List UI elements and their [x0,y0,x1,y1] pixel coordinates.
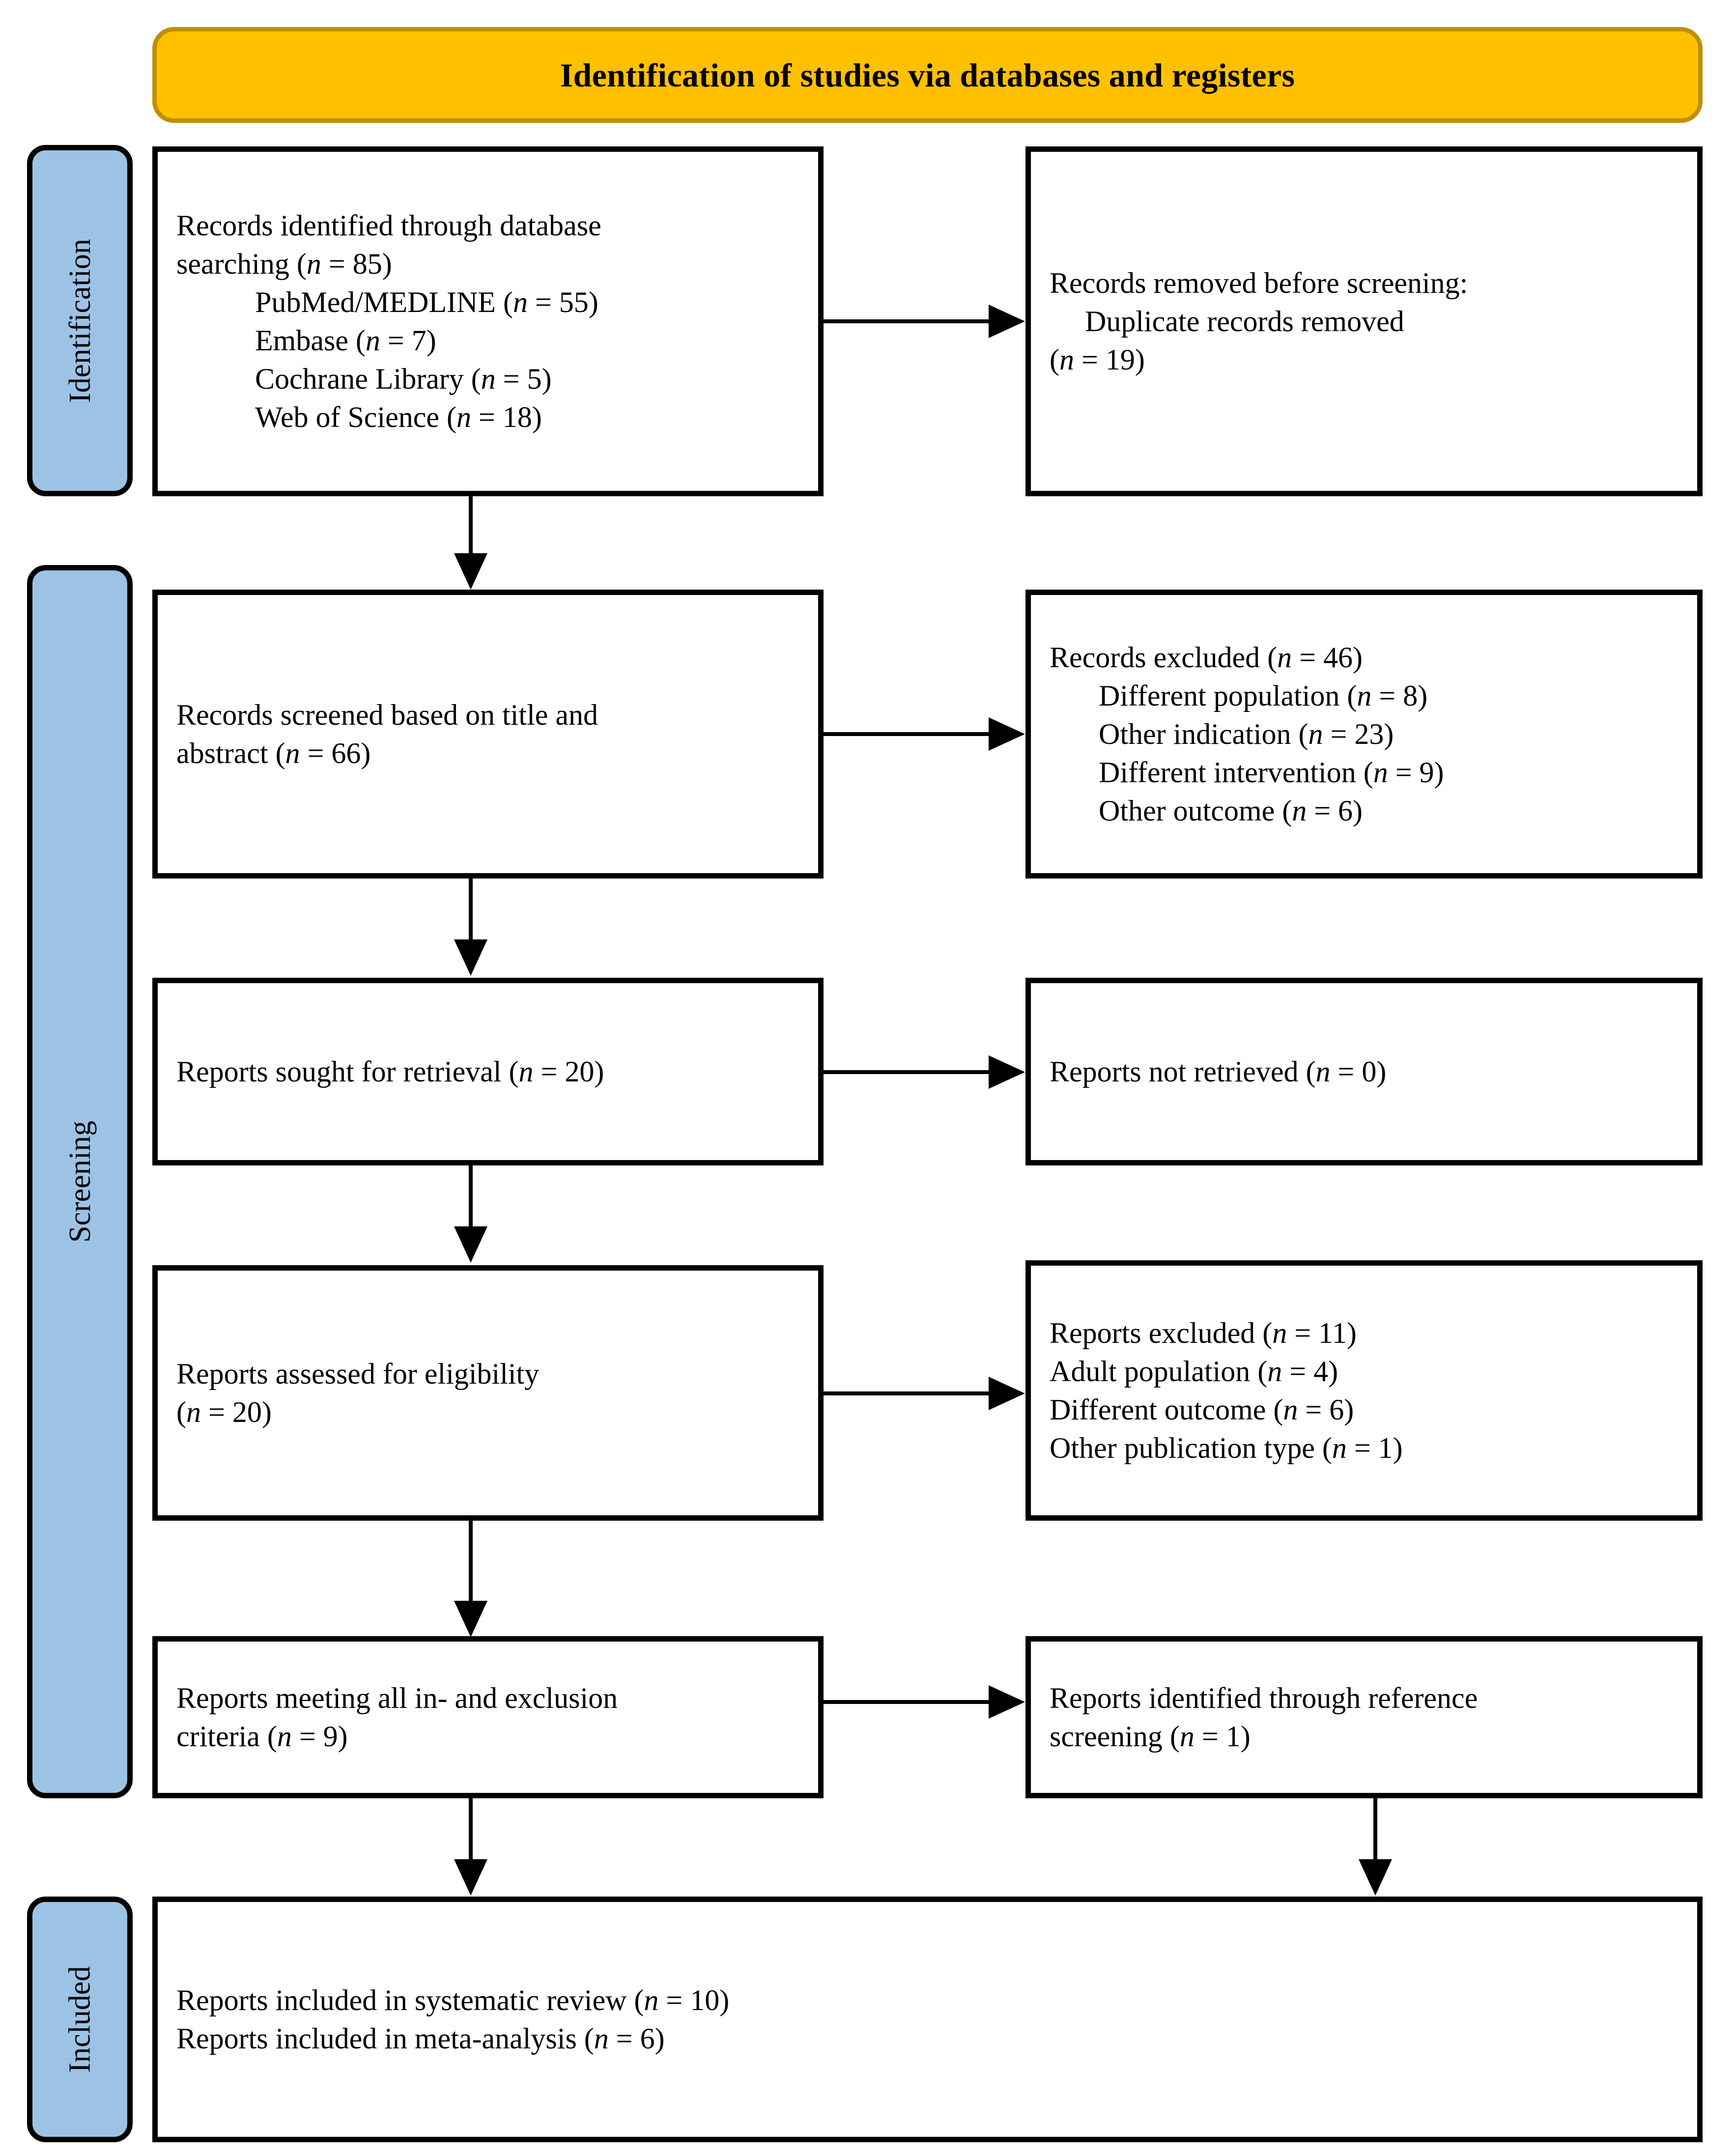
box-reports-sought: Reports sought for retrieval (n = 20) [152,978,824,1165]
arrowhead-assessed-to-reports-excluded [989,1377,1025,1410]
arrowhead-criteria-to-included [454,1859,487,1896]
included-line-1: Reports included in systematic review (n… [176,1984,730,2016]
connector-reference-screening-to-included [1373,1798,1377,1862]
connector-criteria-to-included [469,1798,473,1862]
source-pubmed: PubMed/MEDLINE (n = 55) [255,286,598,318]
records-screened-line-1: Records screened based on title and [176,699,598,731]
box-reference-screening: Reports identified through reference scr… [1025,1636,1703,1798]
connector-screened-to-excluded [824,732,989,736]
reason-adult-population: Adult population (n = 4) [1050,1355,1338,1388]
reports-sought-line-1: Reports sought for retrieval (n = 20) [176,1055,604,1088]
box-reports-assessed: Reports assessed for eligibility (n = 20… [152,1265,824,1521]
box-reports-excluded: Reports excluded (n = 11) Adult populati… [1025,1260,1703,1521]
arrowhead-criteria-to-reference-screening [989,1685,1025,1719]
reason-other-outcome: Other outcome (n = 6) [1099,794,1363,827]
arrowhead-reference-screening-to-included [1359,1859,1392,1896]
records-removed-line-1: Records removed before screening: [1050,267,1468,299]
reference-screening-line-2: screening (n = 1) [1050,1720,1251,1753]
reports-assessed-line-1: Reports assessed for eligibility [176,1358,540,1390]
source-web-of-science: Web of Science (n = 18) [255,401,542,433]
box-records-excluded: Records excluded (n = 46) Different popu… [1025,590,1703,879]
box-records-identified-text: Records identified through database sear… [158,206,818,436]
arrowhead-screened-to-excluded [989,717,1025,751]
box-reports-sought-text: Reports sought for retrieval (n = 20) [158,1052,818,1091]
reason-different-population: Different population (n = 8) [1099,680,1428,712]
meeting-criteria-line-1: Reports meeting all in- and exclusion [176,1682,618,1714]
reports-assessed-line-2: (n = 20) [176,1396,272,1428]
arrowhead-identified-to-removed [989,305,1025,338]
source-cochrane: Cochrane Library (n = 5) [255,363,552,395]
connector-criteria-to-reference-screening [824,1700,989,1704]
box-records-screened-text: Records screened based on title and abst… [158,696,818,772]
box-reports-excluded-text: Reports excluded (n = 11) Adult populati… [1031,1314,1697,1467]
box-records-removed: Records removed before screening: Duplic… [1025,146,1703,496]
stage-label-included: Included [27,1897,133,2142]
meeting-criteria-line-2: criteria (n = 9) [176,1720,348,1753]
connector-identified-to-removed [824,319,989,323]
records-excluded-line-1: Records excluded (n = 46) [1050,641,1363,674]
box-reports-not-retrieved: Reports not retrieved (n = 0) [1025,978,1703,1165]
box-reports-assessed-text: Reports assessed for eligibility (n = 20… [158,1355,818,1431]
records-removed-line-2: Duplicate records removed [1085,305,1404,338]
source-embase: Embase (n = 7) [255,324,436,357]
box-records-removed-text: Records removed before screening: Duplic… [1031,264,1697,379]
box-reference-screening-text: Reports identified through reference scr… [1031,1679,1697,1756]
box-records-excluded-text: Records excluded (n = 46) Different popu… [1031,638,1697,830]
reason-different-outcome: Different outcome (n = 6) [1050,1393,1354,1426]
reports-excluded-line-1: Reports excluded (n = 11) [1050,1317,1357,1349]
connector-screened-to-sought [469,879,473,942]
stage-label-screening-text: Screening [63,1121,97,1243]
connector-assessed-to-reports-excluded [824,1391,989,1395]
records-identified-line-2: searching (n = 85) [176,248,392,280]
connector-identified-to-screened [469,496,473,556]
box-reports-not-retrieved-text: Reports not retrieved (n = 0) [1031,1052,1697,1091]
connector-assessed-to-criteria [469,1521,473,1604]
included-line-2: Reports included in meta-analysis (n = 6… [176,2022,665,2055]
records-removed-line-3: (n = 19) [1050,343,1145,376]
records-identified-line-1: Records identified through database [176,209,601,242]
box-records-identified: Records identified through database sear… [152,146,824,496]
box-records-screened: Records screened based on title and abst… [152,590,824,879]
stage-label-screening: Screening [27,565,133,1798]
box-reports-meeting-criteria-text: Reports meeting all in- and exclusion cr… [158,1679,818,1756]
stage-label-included-text: Included [63,1966,97,2073]
box-reports-included-text: Reports included in systematic review (n… [158,1981,1697,2058]
banner-title: Identification of studies via databases … [560,56,1295,94]
reason-different-intervention: Different intervention (n = 9) [1099,756,1444,789]
stage-label-identification-text: Identification [63,238,97,403]
box-reports-meeting-criteria: Reports meeting all in- and exclusion cr… [152,1636,824,1798]
arrowhead-identified-to-screened [454,553,487,590]
arrowhead-sought-to-assessed [454,1226,487,1263]
arrowhead-sought-to-not-retrieved [989,1055,1025,1089]
reason-other-indication: Other indication (n = 23) [1099,718,1394,750]
box-reports-included: Reports included in systematic review (n… [152,1897,1703,2142]
connector-sought-to-not-retrieved [824,1070,989,1074]
reason-other-publication-type: Other publication type (n = 1) [1050,1432,1403,1464]
connector-sought-to-assessed [469,1165,473,1229]
arrowhead-screened-to-sought [454,939,487,976]
records-screened-line-2: abstract (n = 66) [176,737,371,769]
reference-screening-line-1: Reports identified through reference [1050,1682,1478,1714]
stage-label-identification: Identification [27,145,133,496]
diagram-banner: Identification of studies via databases … [152,27,1703,123]
reports-not-retrieved-line-1: Reports not retrieved (n = 0) [1050,1055,1387,1088]
arrowhead-assessed-to-criteria [454,1601,487,1637]
